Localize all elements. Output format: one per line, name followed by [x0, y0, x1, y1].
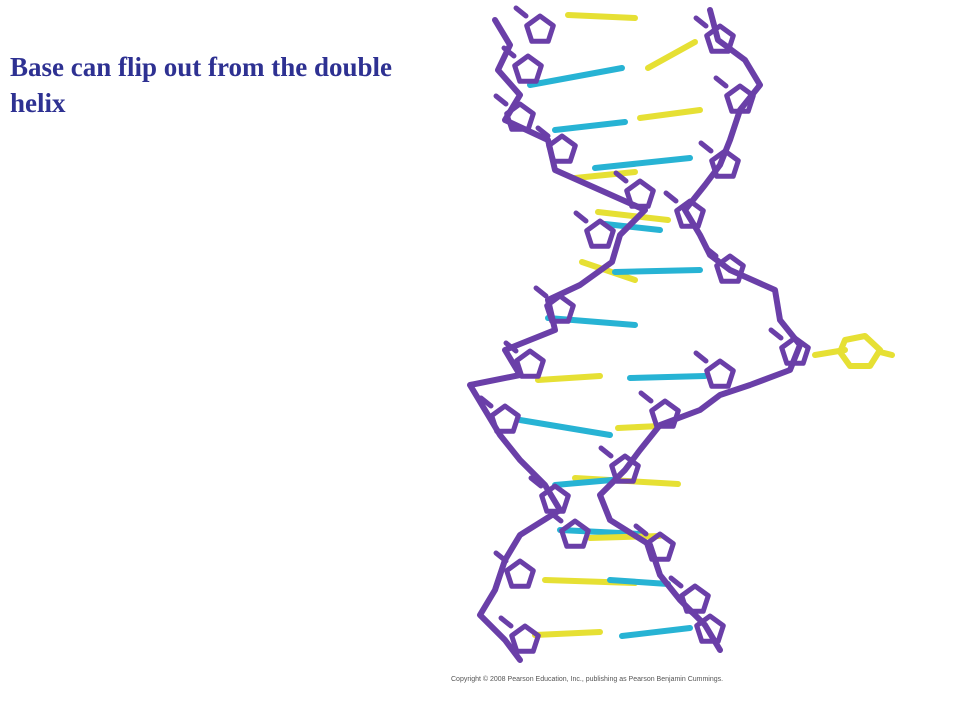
helix-backbone [467, 5, 811, 663]
sugar-ring-5 [584, 218, 616, 249]
base-pair-17 [552, 477, 615, 488]
phosphate-stick-9 [528, 475, 544, 489]
sugar-ring-13 [704, 23, 736, 54]
sugar-ring-20 [649, 398, 681, 429]
phosphate-stick-21 [598, 445, 614, 459]
sugar-ring-18 [779, 335, 811, 366]
phosphate-stick-22 [633, 523, 649, 537]
slide-title: Base can flip out from the double helix [10, 52, 393, 118]
phosphate-stick-8 [478, 395, 494, 409]
phosphate-stick-6 [533, 285, 549, 299]
sugar-ring-22 [644, 531, 676, 562]
phosphate-stick-4 [613, 170, 629, 184]
phosphate-stick-15 [698, 140, 714, 154]
base-pair-21 [607, 577, 671, 587]
base-pair-19 [587, 533, 663, 541]
sugar-ring-12 [509, 623, 541, 654]
sugar-ring-11 [504, 558, 536, 589]
dna-helix-illustration [467, 5, 895, 663]
sugar-ring-10 [559, 518, 591, 549]
base-pair-12 [535, 373, 603, 383]
sugar-ring-23 [679, 583, 711, 614]
phosphate-stick-0 [513, 5, 529, 19]
phosphate-stick-2 [493, 93, 509, 107]
base-pair-22 [532, 629, 603, 638]
sugar-ring-15 [709, 148, 741, 179]
sugar-ring-17 [714, 253, 746, 284]
sugar-ring-2 [504, 101, 536, 132]
copyright-notice: Copyright © 2008 Pearson Education, Inc.… [451, 676, 724, 683]
backbone-strand-right [597, 7, 803, 653]
phosphate-stick-10 [548, 510, 564, 524]
backbone-strand-left [467, 17, 648, 663]
phosphate-stick-11 [493, 550, 509, 564]
dna-helix-figure [440, 0, 920, 672]
flipped-base [812, 333, 895, 369]
phosphate-stick-23 [668, 575, 684, 589]
phosphate-stick-14 [713, 75, 729, 89]
base-pair-3 [637, 107, 703, 121]
sugar-ring-6 [544, 293, 576, 324]
phosphate-stick-17 [703, 245, 719, 259]
base-pair-13 [627, 373, 708, 381]
helix-bases [517, 12, 708, 639]
phosphate-stick-5 [573, 210, 589, 224]
base-pair-14 [517, 417, 613, 438]
phosphate-stick-3 [535, 125, 551, 139]
phosphate-stick-20 [638, 390, 654, 404]
phosphate-stick-19 [693, 350, 709, 364]
base-pair-15 [615, 423, 663, 431]
sugar-ring-0 [524, 13, 556, 44]
sugar-ring-8 [489, 403, 521, 434]
base-pair-5 [592, 155, 693, 171]
sugar-ring-24 [694, 613, 726, 644]
phosphate-stick-16 [663, 190, 679, 204]
base-pair-7 [595, 209, 671, 223]
phosphate-stick-18 [768, 327, 784, 341]
sugar-ring-7 [514, 348, 546, 379]
phosphate-stick-1 [501, 45, 517, 59]
sugar-ring-4 [624, 178, 656, 209]
base-pair-1 [645, 39, 698, 71]
phosphate-stick-7 [503, 340, 519, 354]
sugar-ring-3 [546, 133, 578, 164]
sugar-ring-9 [539, 483, 571, 514]
sugar-ring-21 [609, 453, 641, 484]
phosphate-stick-13 [693, 15, 709, 29]
base-pair-4 [552, 119, 628, 133]
base-pair-2 [527, 65, 625, 88]
phosphate-stick-24 [683, 605, 699, 619]
sugar-ring-19 [704, 358, 736, 389]
base-pair-6 [572, 169, 638, 181]
base-pair-23 [619, 625, 693, 639]
sugar-ring-1 [512, 53, 544, 84]
phosphate-stick-12 [498, 615, 514, 629]
sugar-ring-16 [674, 198, 706, 229]
base-pair-9 [579, 259, 638, 283]
base-pair-10 [612, 267, 703, 275]
base-pair-0 [565, 12, 638, 21]
flipped-base-stick [877, 349, 895, 358]
flipped-base-ring [837, 333, 883, 369]
base-pair-8 [602, 221, 663, 233]
sugar-ring-14 [724, 83, 756, 114]
